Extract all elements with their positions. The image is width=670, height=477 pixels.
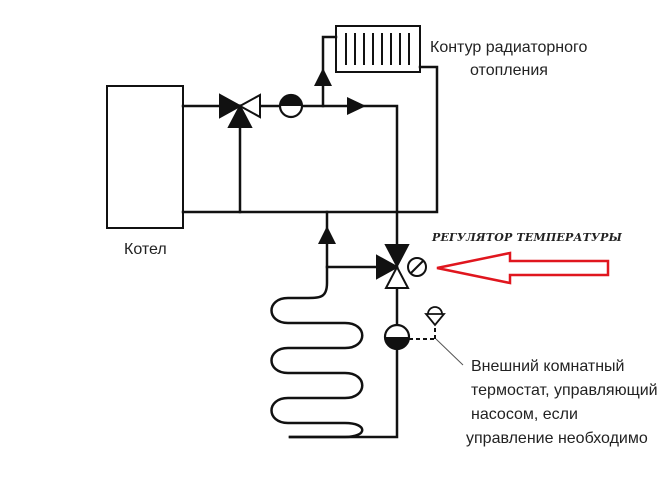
thermostat-icon bbox=[424, 306, 446, 327]
radiator-riser bbox=[321, 35, 338, 108]
thermostat-label: управление необходимо bbox=[466, 430, 648, 447]
thermostat-label: насосом, если bbox=[471, 406, 578, 423]
radiator-label: Контур радиаторного bbox=[430, 39, 588, 56]
boiler-icon bbox=[106, 85, 184, 229]
flow-arrow-up-icon bbox=[318, 226, 336, 244]
thermostat-label: термостат, управляющий bbox=[471, 382, 658, 399]
flow-arrow-up-icon bbox=[314, 68, 332, 86]
pump-icon bbox=[278, 93, 304, 119]
thermostat-label: Внешний комнатный bbox=[471, 358, 625, 375]
red-arrow-icon bbox=[436, 251, 610, 285]
return-pipe bbox=[181, 65, 439, 214]
regulator-valve-icon bbox=[376, 244, 427, 289]
radiator-icon bbox=[335, 25, 421, 73]
pump-icon bbox=[383, 323, 411, 351]
supply-pipe bbox=[181, 104, 399, 247]
three-way-valve-icon bbox=[219, 93, 261, 128]
mixing-pipe bbox=[325, 210, 386, 269]
regulator-label: РЕГУЛЯТОР ТЕМПЕРАТУРЫ bbox=[432, 231, 623, 244]
radiator-label: отопления bbox=[470, 62, 548, 79]
leader-line bbox=[435, 338, 464, 366]
boiler-label: Котел bbox=[124, 241, 167, 258]
flow-arrow-right-icon bbox=[347, 97, 366, 115]
underfloor-coil bbox=[270, 265, 364, 439]
